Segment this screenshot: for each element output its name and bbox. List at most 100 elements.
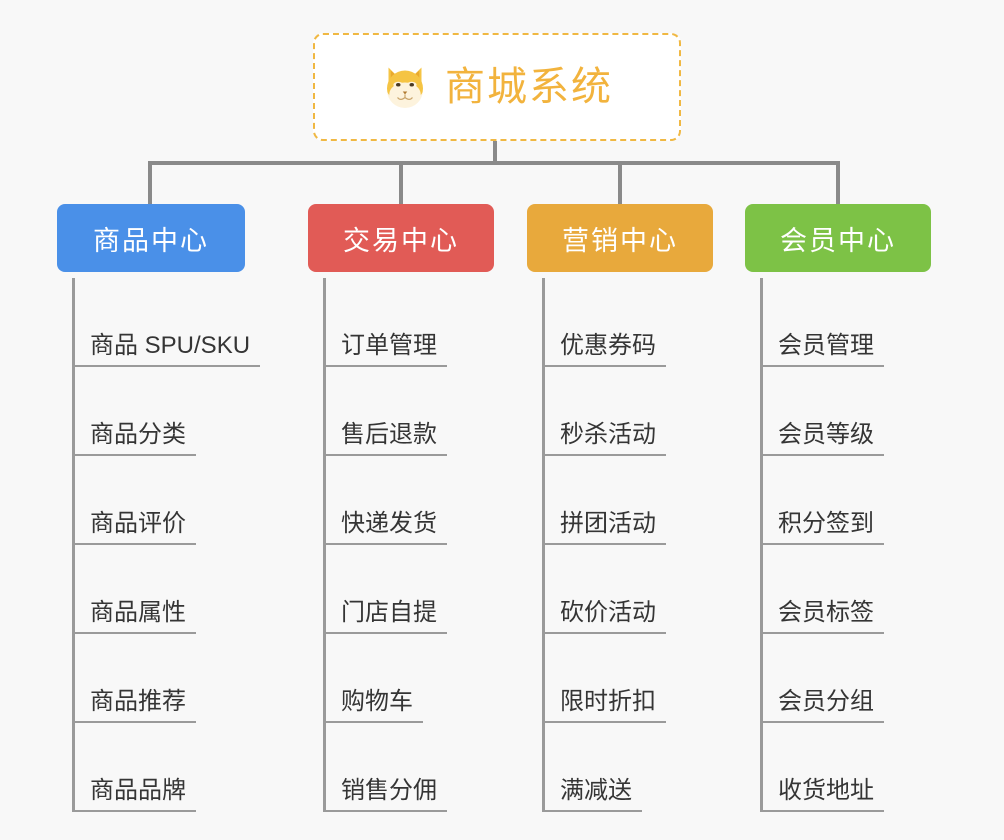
leaf-list: 会员管理会员等级积分签到会员标签会员分组收货地址: [745, 278, 884, 812]
leaf-item[interactable]: 优惠券码: [527, 278, 666, 367]
leaf-list: 订单管理售后退款快递发货门店自提购物车销售分佣: [308, 278, 447, 812]
connector-drop-4: [836, 161, 840, 206]
leaf-item-label: 购物车: [341, 688, 423, 723]
leaf-rule: [323, 810, 341, 812]
leaf-item-label: 商品推荐: [90, 688, 196, 723]
category-title: 商品中心: [93, 225, 209, 256]
leaf-item-label: 商品分类: [90, 421, 196, 456]
leaf-item[interactable]: 会员管理: [745, 278, 884, 367]
leaf-rule: [542, 632, 560, 634]
leaf-item-label: 会员分组: [778, 688, 884, 723]
leaf-item[interactable]: 积分签到: [745, 456, 884, 545]
leaf-rule: [72, 632, 90, 634]
leaf-item[interactable]: 满减送: [527, 723, 666, 812]
leaf-item[interactable]: 快递发货: [308, 456, 447, 545]
branch-spine: [542, 278, 545, 812]
leaf-rule: [542, 721, 560, 723]
root-title: 商城系统: [445, 65, 613, 109]
leaf-item-label: 拼团活动: [560, 510, 666, 545]
branch-spine: [323, 278, 326, 812]
leaf-item-label: 砍价活动: [560, 599, 666, 634]
leaf-item-label: 门店自提: [341, 599, 447, 634]
leaf-item[interactable]: 秒杀活动: [527, 367, 666, 456]
branch-column-4: 会员中心会员管理会员等级积分签到会员标签会员分组收货地址: [745, 204, 931, 812]
leaf-rule: [72, 721, 90, 723]
leaf-rule: [323, 454, 341, 456]
leaf-item[interactable]: 拼团活动: [527, 456, 666, 545]
leaf-rule: [323, 721, 341, 723]
leaf-list: 商品 SPU/SKU 商品分类商品评价商品属性商品推荐商品品牌: [57, 278, 261, 812]
connector-horizontal-bus: [148, 161, 840, 165]
leaf-item[interactable]: 购物车: [308, 634, 447, 723]
leaf-item[interactable]: 会员标签: [745, 545, 884, 634]
category-header-2[interactable]: 交易中心: [308, 204, 494, 272]
leaf-rule: [542, 810, 560, 812]
leaf-item[interactable]: 商品评价: [57, 456, 260, 545]
leaf-item[interactable]: 商品推荐: [57, 634, 260, 723]
leaf-item-label: 限时折扣: [560, 688, 666, 723]
leaf-rule: [542, 454, 560, 456]
leaf-rule: [542, 365, 560, 367]
category-header-1[interactable]: 商品中心: [57, 204, 245, 272]
leaf-item[interactable]: 会员分组: [745, 634, 884, 723]
leaf-item-label: 秒杀活动: [560, 421, 666, 456]
leaf-rule: [323, 632, 341, 634]
connector-drop-2: [399, 161, 403, 206]
leaf-item[interactable]: 售后退款: [308, 367, 447, 456]
shiba-dog-icon: [387, 67, 423, 108]
leaf-item[interactable]: 门店自提: [308, 545, 447, 634]
category-header-3[interactable]: 营销中心: [527, 204, 713, 272]
leaf-item-label: 满减送: [560, 777, 642, 812]
branch-column-1: 商品中心商品 SPU/SKU 商品分类商品评价商品属性商品推荐商品品牌: [57, 204, 261, 812]
branch-column-3: 营销中心优惠券码秒杀活动拼团活动砍价活动限时折扣满减送: [527, 204, 713, 812]
leaf-item-label: 商品属性: [90, 599, 196, 634]
leaf-item[interactable]: 砍价活动: [527, 545, 666, 634]
branch-column-2: 交易中心订单管理售后退款快递发货门店自提购物车销售分佣: [308, 204, 494, 812]
leaf-item[interactable]: 限时折扣: [527, 634, 666, 723]
leaf-item[interactable]: 销售分佣: [308, 723, 447, 812]
leaf-rule: [760, 721, 778, 723]
connector-drop-3: [618, 161, 622, 206]
leaf-item[interactable]: 商品属性: [57, 545, 260, 634]
leaf-rule: [760, 454, 778, 456]
leaf-rule: [323, 543, 341, 545]
leaf-item-label: 会员等级: [778, 421, 884, 456]
leaf-list: 优惠券码秒杀活动拼团活动砍价活动限时折扣满减送: [527, 278, 666, 812]
leaf-item[interactable]: 收货地址: [745, 723, 884, 812]
leaf-item-label: 优惠券码: [560, 332, 666, 367]
leaf-rule: [760, 632, 778, 634]
category-header-4[interactable]: 会员中心: [745, 204, 931, 272]
leaf-rule: [72, 810, 90, 812]
leaf-item-label: 会员标签: [778, 599, 884, 634]
leaf-rule: [760, 365, 778, 367]
category-title: 营销中心: [562, 225, 678, 256]
leaf-item-label: 销售分佣: [341, 777, 447, 812]
leaf-item[interactable]: 商品分类: [57, 367, 260, 456]
leaf-item[interactable]: 商品品牌: [57, 723, 260, 812]
leaf-item-label: 收货地址: [778, 777, 884, 812]
leaf-item-label: 快递发货: [341, 510, 447, 545]
connector-root-stem: [493, 141, 497, 164]
category-title: 交易中心: [343, 225, 459, 256]
leaf-rule: [760, 810, 778, 812]
leaf-item-label: 商品品牌: [90, 777, 196, 812]
leaf-item[interactable]: 商品 SPU/SKU: [57, 278, 261, 367]
leaf-rule: [72, 454, 90, 456]
leaf-item-label: 会员管理: [778, 332, 884, 367]
leaf-rule: [760, 543, 778, 545]
branch-spine: [72, 278, 75, 812]
leaf-item-label: 积分签到: [778, 510, 884, 545]
leaf-rule: [72, 543, 90, 545]
leaf-item-label: 订单管理: [341, 332, 447, 367]
root-node[interactable]: 商城系统: [313, 33, 681, 141]
leaf-item[interactable]: 会员等级: [745, 367, 884, 456]
leaf-item[interactable]: 订单管理: [308, 278, 447, 367]
branch-spine: [760, 278, 763, 812]
connector-drop-1: [148, 161, 152, 206]
category-title: 会员中心: [780, 225, 896, 256]
leaf-rule: [323, 365, 341, 367]
leaf-item-label: 商品 SPU/SKU: [90, 332, 261, 367]
leaf-item-label: 售后退款: [341, 421, 447, 456]
leaf-rule: [542, 543, 560, 545]
